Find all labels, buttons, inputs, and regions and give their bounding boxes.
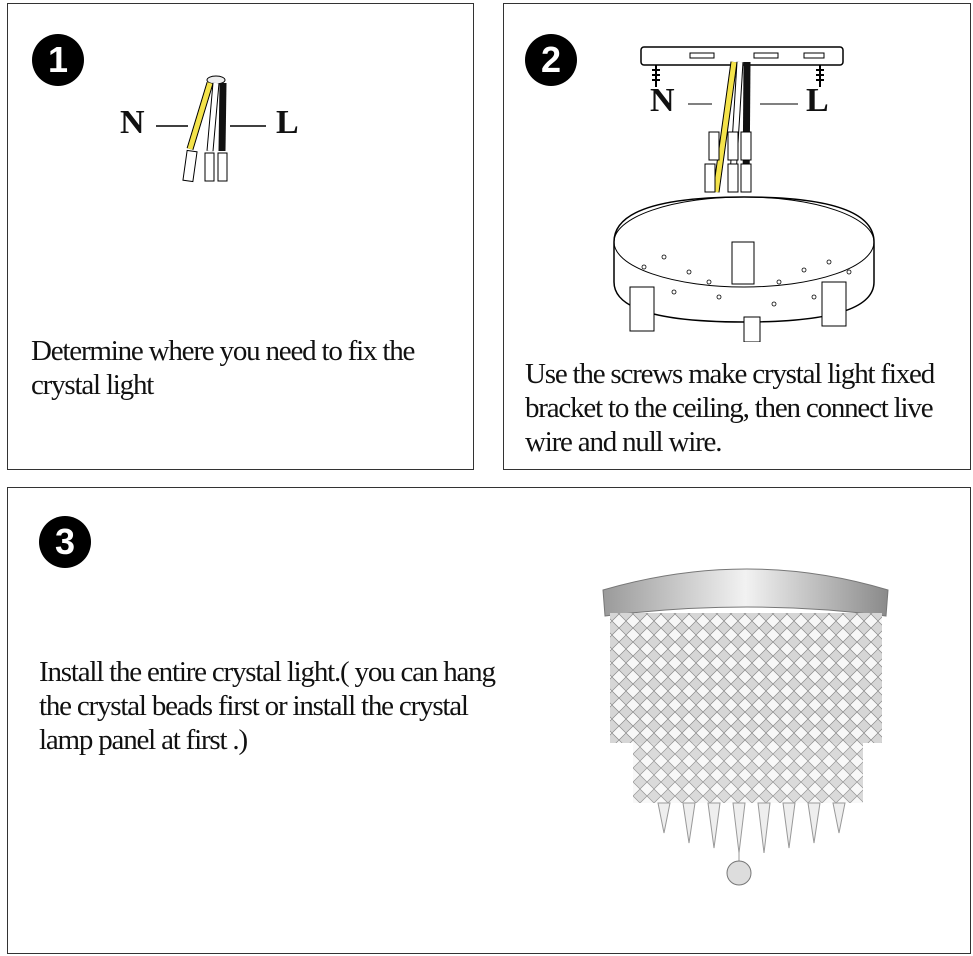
step-2-panel: 2 N L Use the screws make crystal light …: [503, 3, 971, 470]
neutral-label: N: [650, 82, 675, 119]
text-line: wire and null wire.: [525, 426, 722, 458]
text-line: crystal light: [31, 369, 154, 401]
live-label: L: [276, 104, 299, 141]
step-number-badge: 3: [39, 516, 91, 568]
wires-illustration: [156, 75, 266, 183]
text-line: Install the entire crystal light.( you c…: [39, 656, 496, 688]
step-1-panel: 1 N L Determine where you need to fix th…: [7, 3, 474, 470]
text-line: bracket to the ceiling, then connect liv…: [525, 392, 934, 424]
text-line: lamp panel at first .): [39, 724, 248, 756]
crystal-chandelier-image: [602, 568, 889, 886]
text-line: Use the screws make crystal light fixed: [525, 358, 935, 390]
ceiling-bracket-illustration: [613, 46, 875, 342]
live-label: L: [806, 82, 829, 119]
text-line: the crystal beads first or install the c…: [39, 690, 469, 722]
step-number-badge: 1: [32, 34, 84, 86]
step-3-panel: 3 Install the entire crystal light.( you…: [7, 487, 971, 954]
step-number-badge: 2: [525, 34, 577, 86]
neutral-label: N: [120, 104, 145, 141]
step-1-text: Determine where you need to fix the crys…: [31, 334, 415, 402]
text-line: Determine where you need to fix the: [31, 335, 415, 367]
step-2-text: Use the screws make crystal light fixed …: [525, 357, 935, 459]
step-3-text: Install the entire crystal light.( you c…: [39, 655, 496, 757]
